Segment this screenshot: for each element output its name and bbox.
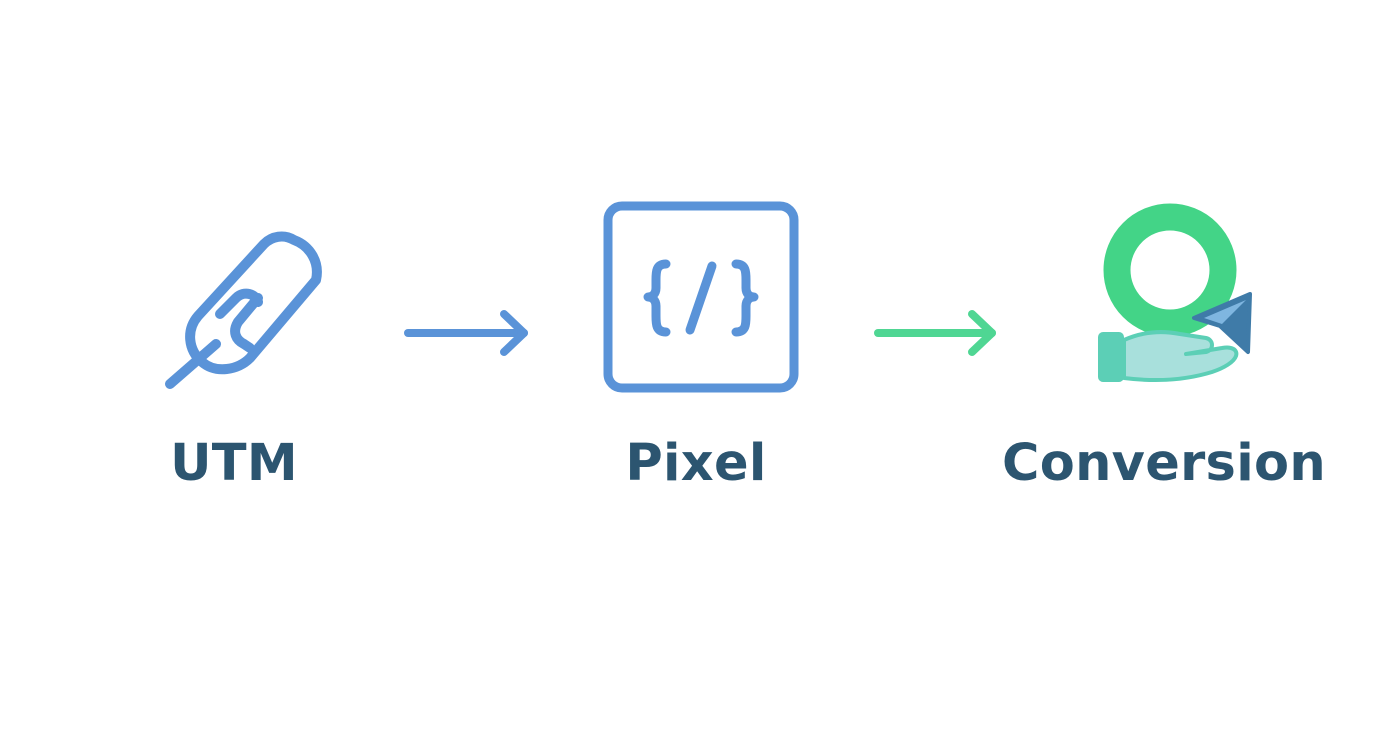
node-label-utm: UTM bbox=[170, 434, 298, 493]
arrow-utm-to-pixel bbox=[400, 306, 534, 360]
conversion-hand-icon bbox=[1094, 200, 1258, 390]
node-label-conversion: Conversion bbox=[1002, 434, 1326, 493]
arrow-pixel-to-conversion bbox=[870, 306, 1004, 360]
link-icon bbox=[158, 228, 330, 396]
node-label-pixel: Pixel bbox=[625, 434, 767, 493]
code-box-icon bbox=[600, 198, 802, 396]
